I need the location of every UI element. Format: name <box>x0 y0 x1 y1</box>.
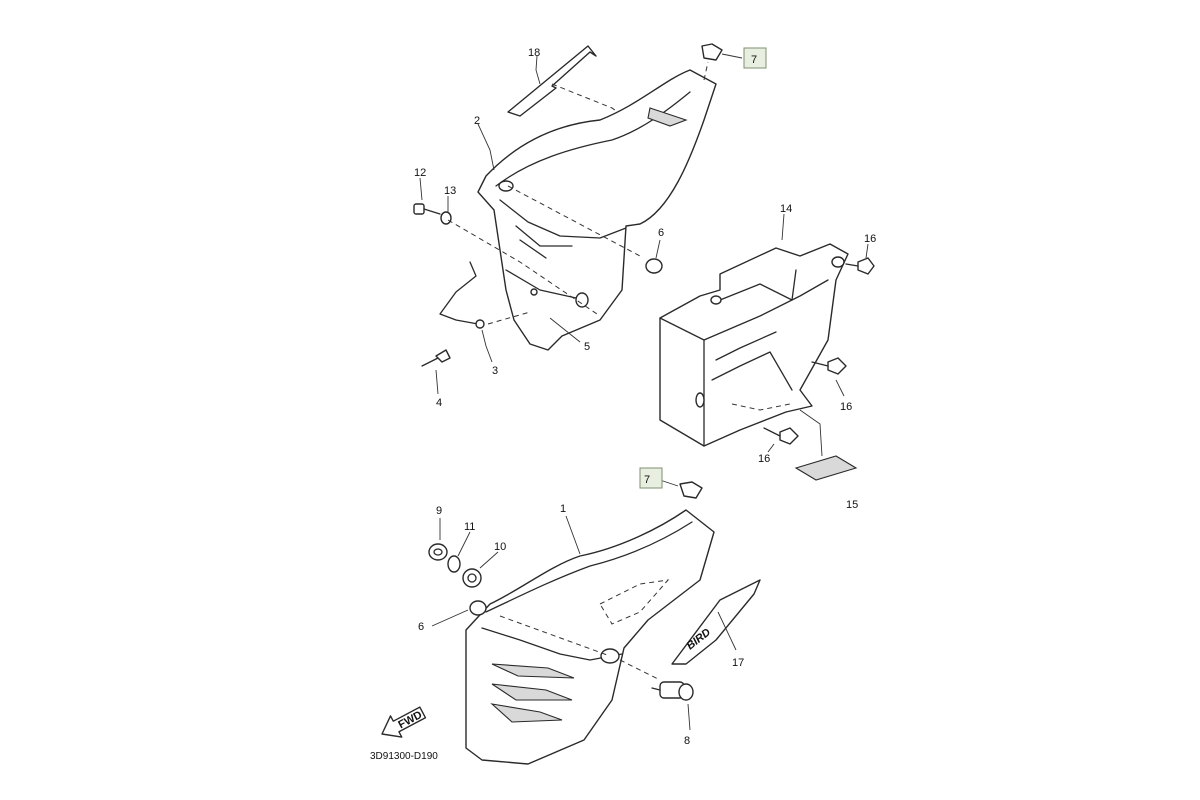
clip-7-lower <box>679 481 703 499</box>
callout-8: 8 <box>684 735 690 747</box>
bolt-16-a <box>845 257 875 275</box>
grommet-6-top <box>645 258 663 274</box>
callout-11: 11 <box>464 521 475 533</box>
decal-strip-18 <box>507 45 641 129</box>
diagram-code: 3D91300-D190 <box>370 751 438 762</box>
callout-17: 17 <box>732 657 744 669</box>
washer-13 <box>440 211 452 225</box>
callout-3: 3 <box>492 365 498 377</box>
washer-11 <box>447 555 461 573</box>
callout-16-a: 16 <box>864 233 876 245</box>
callout-4: 4 <box>436 397 442 409</box>
callout-7-lower-box: 7 <box>639 467 663 489</box>
stay-3 <box>439 261 485 329</box>
side-cover-lower-1 <box>465 509 715 765</box>
callout-14: 14 <box>780 203 792 215</box>
fwd-label: FWD <box>396 709 424 731</box>
battery-box-14 <box>659 243 849 457</box>
callout-18: 18 <box>528 47 540 59</box>
callout-7-lower: 7 <box>644 474 650 486</box>
callout-12: 12 <box>414 167 426 179</box>
side-cover-upper-2 <box>477 61 717 351</box>
bolt-16-b <box>811 357 847 375</box>
callout-16-c: 16 <box>758 453 770 465</box>
nut-9 <box>428 543 448 561</box>
callout-1: 1 <box>560 503 566 515</box>
bolt-16-c <box>763 427 799 445</box>
rivet-4 <box>421 349 451 367</box>
callout-5: 5 <box>584 341 590 353</box>
battery-pad-15 <box>794 455 858 481</box>
clip-7-top <box>701 43 723 61</box>
callout-9: 9 <box>436 505 442 517</box>
grommet-10 <box>462 568 482 588</box>
fwd-arrow-icon: FWD <box>381 706 427 738</box>
callout-6-top: 6 <box>658 227 664 239</box>
lock-8 <box>651 681 694 701</box>
grommet-6-lower <box>469 600 487 616</box>
callout-16-b: 16 <box>840 401 852 413</box>
callout-13: 13 <box>444 185 456 197</box>
bolt-12 <box>413 203 441 215</box>
callout-2: 2 <box>474 115 480 127</box>
emblem-17: BIRD <box>671 579 761 665</box>
callout-10: 10 <box>494 541 506 553</box>
callout-7-top: 7 <box>751 54 757 66</box>
callout-15: 15 <box>846 499 858 511</box>
callout-7-top-box: 7 <box>743 47 767 69</box>
callout-6-lower: 6 <box>418 621 424 633</box>
